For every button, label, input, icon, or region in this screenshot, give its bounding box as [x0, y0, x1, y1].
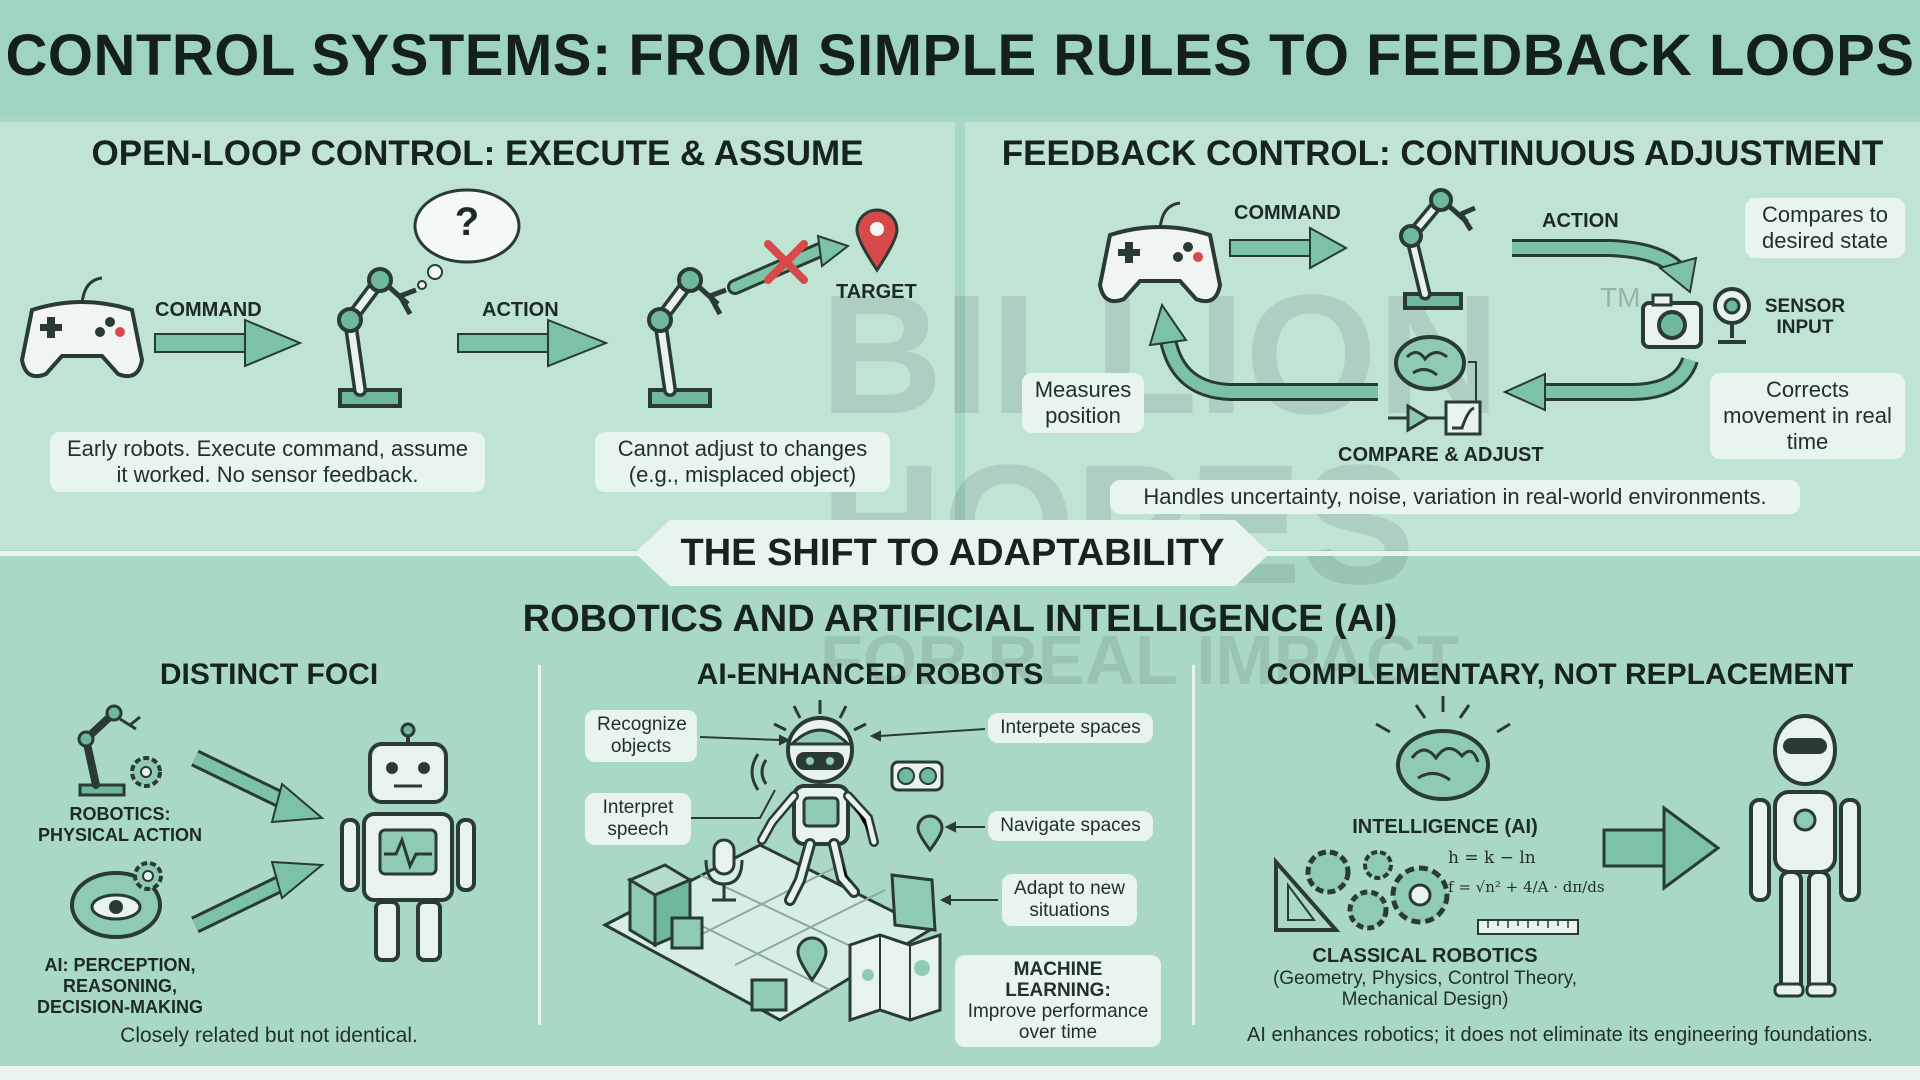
feedback-action-label: ACTION	[1542, 210, 1619, 232]
machine-learning-note: MACHINE LEARNING: Improve performance ov…	[955, 955, 1161, 1047]
target-pin-icon	[855, 208, 899, 273]
feedback-return-arrow-left	[1148, 302, 1378, 401]
thought-bubble-icon	[413, 188, 521, 290]
navigate-spaces-note: Navigate spaces	[988, 811, 1153, 841]
sensor-icon	[1713, 287, 1751, 344]
robot-arm-icon	[1399, 188, 1476, 310]
classical-robotics-sub: (Geometry, Physics, Control Theory, Mech…	[1272, 968, 1578, 1010]
gamepad-icon	[19, 276, 145, 379]
feedback-command-arrow	[1229, 226, 1349, 270]
ruler-triangle-icon	[1274, 856, 1341, 932]
ai-label: AI: PERCEPTION, REASONING, DECISION-MAKI…	[37, 955, 203, 1017]
brain-icon	[1394, 335, 1466, 391]
formula-2: f = √n² + 4/A · dπ/ds	[1448, 878, 1605, 896]
feedback-action-arrow	[1512, 239, 1698, 294]
feedback-footer-note: Handles uncertainty, noise, variation in…	[1110, 480, 1800, 514]
watermark-tm: TM	[1600, 282, 1641, 313]
header-band	[0, 0, 1920, 116]
microphone-icon	[704, 838, 744, 902]
ai-enhanced-title: AI-ENHANCED ROBOTS	[696, 658, 1044, 691]
complementary-caption: AI enhances robotics; it does not elimin…	[1247, 1024, 1873, 1046]
box-icon	[626, 863, 694, 948]
ai-enhanced-diagram	[601, 700, 998, 1023]
thought-question-mark: ?	[454, 200, 480, 244]
feedback-command-label: COMMAND	[1234, 202, 1341, 224]
watermark-line1: BILLION	[820, 260, 1500, 450]
open-loop-title: OPEN-LOOP CONTROL: EXECUTE & ASSUME	[91, 134, 864, 173]
formula-1: h = k − ln	[1448, 848, 1536, 868]
robotics-ai-title: ROBOTICS AND ARTIFICIAL INTELLIGENCE (AI…	[522, 598, 1398, 640]
recognize-objects-note: Recognize objects	[585, 710, 697, 762]
gear-icon	[130, 756, 162, 788]
open-loop-action-label: ACTION	[482, 299, 559, 321]
complementary-arrow	[1602, 805, 1721, 891]
corrects-note: Corrects movement in real time	[1710, 373, 1905, 459]
screen-icon	[890, 873, 937, 932]
open-loop-command-label: COMMAND	[155, 299, 262, 321]
open-loop-note-right: Cannot adjust to changes (e.g., misplace…	[595, 432, 890, 492]
interpete-spaces-note: Interpete spaces	[988, 713, 1153, 743]
humanoid-robot-icon	[1749, 714, 1861, 998]
ml-title: MACHINE LEARNING:	[1005, 959, 1111, 1001]
glowing-brain-icon	[1375, 696, 1511, 801]
watermark-tagline: FOR REAL IMPACT	[820, 621, 1460, 699]
robotics-arrow	[191, 749, 325, 824]
distinct-foci-title: DISTINCT FOCI	[159, 658, 379, 691]
gamepad-icon	[1097, 201, 1223, 304]
compare-adjust-label: COMPARE & ADJUST	[1338, 444, 1544, 466]
compares-note: Compares to desired state	[1745, 198, 1905, 258]
callout-lines	[690, 728, 998, 906]
classical-robotics-label: CLASSICAL ROBOTICS	[1312, 945, 1538, 967]
camera-icon	[890, 760, 944, 792]
robot-icon	[340, 722, 476, 962]
interpret-speech-note: Interpret speech	[585, 793, 691, 845]
camera-icon	[1641, 293, 1703, 349]
shift-banner: THE SHIFT TO ADAPTABILITY	[680, 532, 1225, 574]
map-icon	[848, 932, 942, 1023]
page-title: CONTROL SYSTEMS: FROM SIMPLE RULES TO FE…	[5, 23, 1915, 88]
measures-note: Measures position	[1022, 373, 1144, 433]
fail-x-icon	[764, 240, 808, 284]
distinct-caption: Closely related but not identical.	[120, 1024, 418, 1047]
ai-arrow	[191, 860, 325, 934]
command-arrow	[154, 318, 303, 368]
comparator-icon	[1388, 361, 1482, 436]
ruler-icon	[1477, 919, 1579, 935]
distinct-foci-diagram	[70, 704, 476, 962]
open-loop-note-left: Early robots. Execute command, assume it…	[50, 432, 485, 492]
watermark: BILLION HOPES FOR REAL IMPACT	[820, 270, 1580, 830]
action-arrow	[457, 318, 609, 368]
sensor-input-label: SENSOR INPUT	[1764, 296, 1846, 338]
open-loop-diagram	[19, 188, 899, 408]
robot-arm-icon	[337, 267, 417, 408]
target-label: TARGET	[836, 281, 917, 303]
location-pin-icon	[796, 814, 944, 983]
complementary-title: COMPLEMENTARY, NOT REPLACEMENT	[1266, 658, 1854, 691]
adapt-note: Adapt to new situations	[1002, 874, 1137, 926]
sound-wave-icon	[750, 753, 768, 791]
feedback-return-arrow-right	[1502, 356, 1699, 412]
brain-eye-icon	[70, 871, 162, 939]
gears-icon	[1305, 849, 1450, 931]
ai-robot-icon	[757, 700, 879, 906]
robot-arm-icon	[647, 267, 727, 408]
ml-text: Improve performance over time	[967, 1001, 1149, 1043]
footer-strip	[0, 1066, 1920, 1080]
column-divider	[1192, 665, 1195, 1025]
feedback-diagram	[1097, 188, 1751, 436]
robot-arm-icon	[77, 704, 141, 797]
column-divider	[538, 665, 541, 1025]
box-icon	[670, 916, 788, 1012]
robotics-label: ROBOTICS: PHYSICAL ACTION	[37, 804, 202, 845]
intelligence-label: INTELLIGENCE (AI)	[1352, 816, 1538, 838]
gear-icon	[133, 861, 163, 891]
feedback-title: FEEDBACK CONTROL: CONTINUOUS ADJUSTMENT	[1001, 134, 1884, 173]
